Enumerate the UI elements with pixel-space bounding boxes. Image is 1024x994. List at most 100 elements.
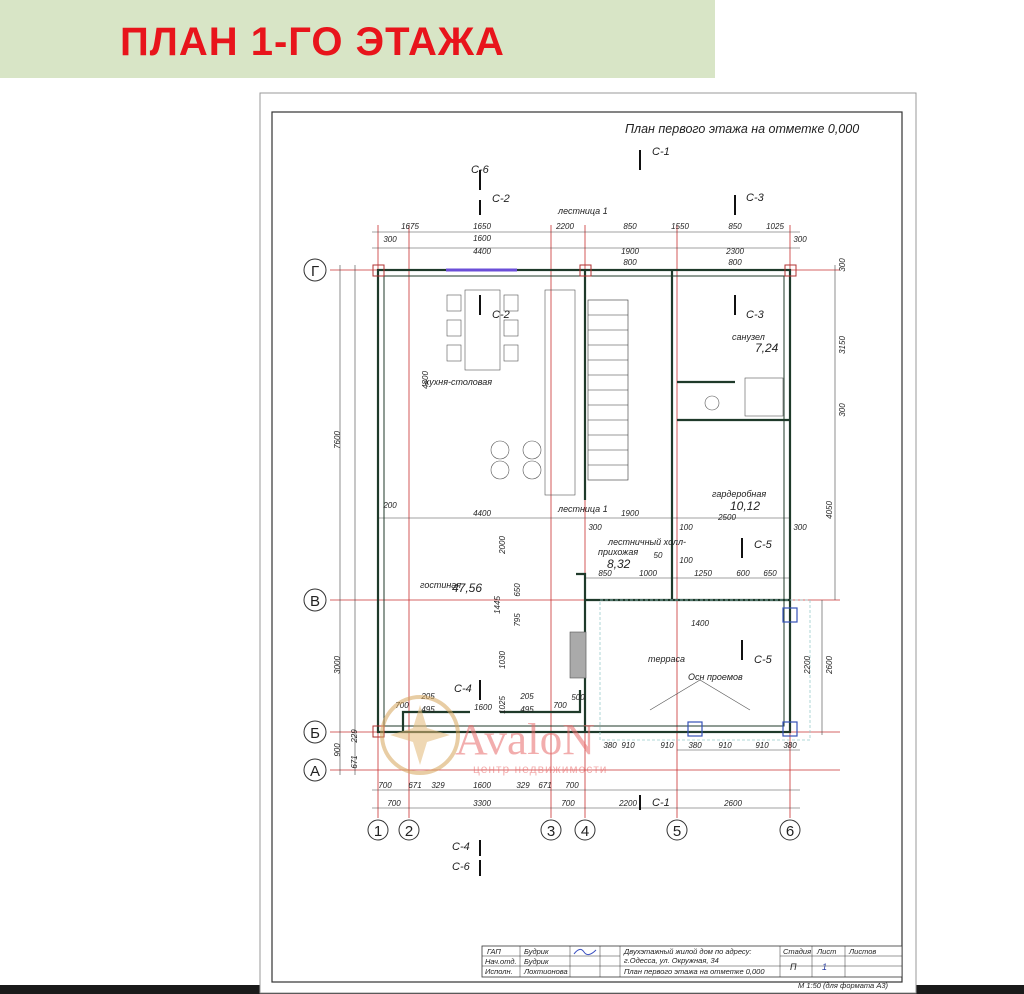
dim: 3300 bbox=[473, 799, 491, 808]
axis-1: 1 bbox=[374, 823, 382, 840]
watermark: AvaloN центр недвижимости bbox=[380, 695, 607, 776]
dim: 2500 bbox=[717, 513, 736, 522]
room-terrace: терраса bbox=[648, 654, 685, 664]
dim: 650 bbox=[763, 569, 777, 578]
dim: 850 bbox=[598, 569, 612, 578]
dim: 850 bbox=[623, 222, 637, 231]
section-c5: С-5 bbox=[754, 539, 773, 551]
header-banner: ПЛАН 1-ГО ЭТАЖА bbox=[0, 0, 715, 78]
tb-stage-label: Стадия bbox=[783, 947, 811, 956]
tb-name: Будрик bbox=[524, 957, 549, 966]
dim: 205 bbox=[519, 692, 534, 701]
axis-bubbles bbox=[303, 258, 801, 841]
section-c2-top: С-2 bbox=[492, 193, 510, 205]
walls bbox=[376, 268, 792, 734]
dim: 300 bbox=[588, 523, 602, 532]
dim: 700 bbox=[378, 781, 392, 790]
plan-title: План первого этажа на отметке 0,000 bbox=[625, 122, 859, 136]
dim: 4050 bbox=[825, 501, 834, 519]
tb-role: Исполн. bbox=[485, 967, 513, 976]
watermark-brand: AvaloN bbox=[455, 715, 595, 764]
tb-address: г.Одесса, ул. Окружная, 34 bbox=[624, 956, 719, 965]
section-c4: С-4 bbox=[454, 683, 472, 695]
sheet-frame bbox=[271, 111, 903, 983]
openings-label: Осн проемов bbox=[688, 672, 743, 682]
dim: 700 bbox=[553, 701, 567, 710]
section-c2-mid: С-2 bbox=[492, 309, 510, 321]
tb-role: ГАП bbox=[487, 947, 501, 956]
terrace-posts bbox=[599, 599, 811, 741]
staircase bbox=[587, 299, 629, 481]
axis-4: 4 bbox=[581, 823, 589, 840]
dim: 3000 bbox=[333, 656, 342, 674]
dim: 700 bbox=[561, 799, 575, 808]
room-bath: санузел bbox=[732, 332, 765, 342]
dim: 1550 bbox=[671, 222, 689, 231]
tb-sheet-title: План первого этажа на отметке 0,000 bbox=[624, 967, 765, 976]
axis-6: 6 bbox=[786, 823, 794, 840]
tb-name: Лохтионова bbox=[523, 967, 568, 976]
dim: 1445 bbox=[493, 596, 502, 614]
dim: 495 bbox=[520, 705, 534, 714]
dim: 800 bbox=[623, 258, 637, 267]
dim: 1650 bbox=[473, 222, 491, 231]
room-living-area: 47,56 bbox=[452, 581, 482, 595]
dim: 850 bbox=[728, 222, 742, 231]
dim: 50 bbox=[654, 551, 663, 560]
dim: 2600 bbox=[723, 799, 742, 808]
dim: 910 bbox=[660, 741, 674, 750]
dim: 1600 bbox=[474, 703, 492, 712]
dim: 4800 bbox=[421, 371, 430, 389]
stair-label-top: лестница 1 bbox=[557, 206, 608, 216]
section-c4-bottom: С-4 bbox=[452, 841, 470, 853]
axis-v: В bbox=[310, 593, 320, 610]
stair-label-mid: лестница 1 bbox=[557, 504, 608, 514]
dim: 900 bbox=[333, 743, 342, 757]
tb-sheet: 1 bbox=[822, 962, 827, 972]
axis-2: 2 bbox=[405, 823, 413, 840]
dim: 2200 bbox=[555, 222, 574, 231]
dim: 500 bbox=[571, 693, 585, 702]
dim: 2000 bbox=[498, 536, 507, 555]
tb-stage: П bbox=[790, 962, 797, 972]
dim: 600 bbox=[736, 569, 750, 578]
room-labels: кухня-столовая гостиная 47,56 санузел 7,… bbox=[420, 206, 779, 682]
page-title: ПЛАН 1-ГО ЭТАЖА bbox=[120, 20, 505, 64]
dim: 1030 bbox=[498, 651, 507, 669]
dim: 300 bbox=[838, 258, 847, 272]
section-labels: С-1 С-2 С-3 С-4 С-5 С-6 С-1 С-2 С-3 С-4 … bbox=[452, 146, 773, 873]
section-cut-lines bbox=[479, 150, 743, 876]
dim: 4400 bbox=[473, 509, 491, 518]
section-c1-top: С-1 bbox=[652, 146, 670, 158]
dim: 300 bbox=[838, 403, 847, 417]
signature-icon bbox=[573, 948, 597, 956]
dim: 329 bbox=[516, 781, 530, 790]
dim: 671 bbox=[538, 781, 551, 790]
axis-3: 3 bbox=[547, 823, 555, 840]
axis-labels: 1 2 3 4 5 6 Г В Б А bbox=[310, 263, 794, 840]
dimension-lines bbox=[339, 231, 836, 809]
room-hall-area: 8,32 bbox=[607, 557, 631, 571]
dim: 671 bbox=[350, 755, 359, 768]
tb-sheets-label: Листов bbox=[848, 947, 876, 956]
section-c5-bottom: С-5 bbox=[754, 654, 773, 666]
dim: 910 bbox=[755, 741, 769, 750]
dim: 1250 bbox=[694, 569, 712, 578]
dim: 1600 bbox=[473, 781, 491, 790]
dim: 1900 bbox=[621, 247, 639, 256]
dim: 910 bbox=[621, 741, 635, 750]
dim: 229 bbox=[350, 729, 359, 744]
furniture bbox=[446, 289, 784, 711]
axis-5: 5 bbox=[673, 823, 681, 840]
dim: 1400 bbox=[691, 619, 709, 628]
dim: 300 bbox=[383, 235, 397, 244]
dim: 671 bbox=[408, 781, 421, 790]
dim: 380 bbox=[603, 741, 617, 750]
dim: 1675 bbox=[401, 222, 419, 231]
tb-project: Двухэтажный жилой дом по адресу: bbox=[623, 947, 751, 956]
room-wardrobe: гардеробная bbox=[712, 489, 766, 499]
section-c1-bottom: С-1 bbox=[652, 797, 670, 809]
room-hall-2: прихожая bbox=[598, 547, 638, 557]
dim: 7600 bbox=[333, 431, 342, 449]
